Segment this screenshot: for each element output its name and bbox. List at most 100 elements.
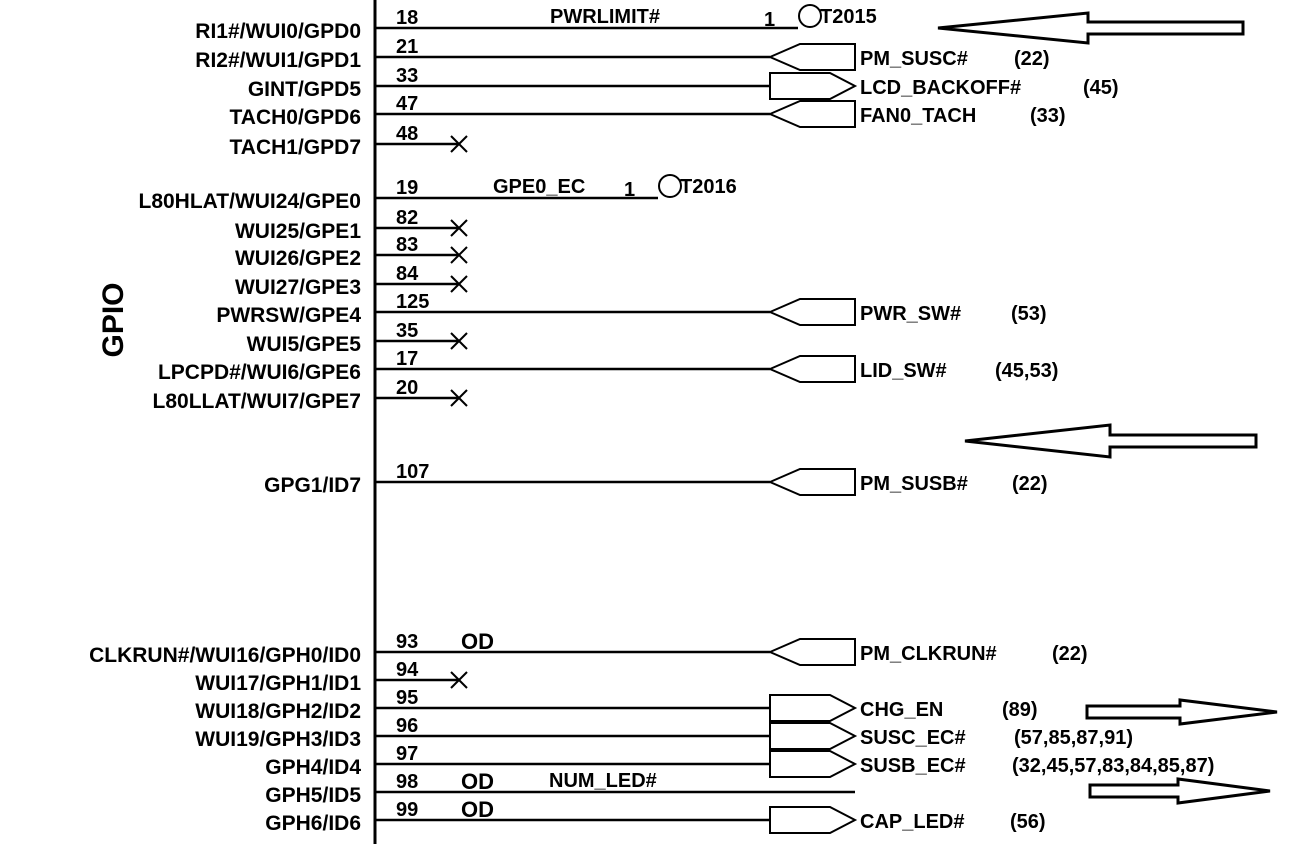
output-port-icon <box>769 722 858 750</box>
pin-row: L80LLAT/WUI7/GPE7 20 <box>153 377 468 413</box>
pin-number: 48 <box>396 123 418 145</box>
pin-number: 84 <box>396 263 419 285</box>
pin-row: WUI5/GPE5 35 <box>247 320 468 356</box>
net-name: SUSC_EC# <box>860 727 966 749</box>
no-connect-marker <box>450 332 468 350</box>
net-name: PWRLIMIT# <box>550 6 660 28</box>
net-name: SUSB_EC# <box>860 755 966 777</box>
input-port-icon <box>767 638 856 666</box>
pin-number: 125 <box>396 291 429 313</box>
no-connect-marker <box>450 275 468 293</box>
testpoint-pin: 1 <box>764 9 775 31</box>
pin-number: 96 <box>396 715 418 737</box>
pin-number: 98 <box>396 771 418 793</box>
input-port-icon <box>767 298 856 326</box>
pin-name: GPH6/ID6 <box>265 812 361 835</box>
pin-name: CLKRUN#/WUI16/GPH0/ID0 <box>89 644 361 667</box>
pin-number: 97 <box>396 743 418 765</box>
input-port-icon <box>767 355 856 383</box>
pin-number: 19 <box>396 177 418 199</box>
page-reference: (56) <box>1010 811 1046 833</box>
pin-number: 94 <box>396 659 419 681</box>
pin-name: TACH0/GPD6 <box>230 106 361 129</box>
pin-name: PWRSW/GPE4 <box>216 304 361 327</box>
pin-name: LPCPD#/WUI6/GPE6 <box>158 361 361 384</box>
left-arrow-icon <box>937 11 1245 45</box>
page-reference: (22) <box>1052 643 1088 665</box>
pin-name: GPH5/ID5 <box>265 784 361 807</box>
open-drain-label: OD <box>461 769 494 794</box>
pin-number: 35 <box>396 320 418 342</box>
no-connect-marker <box>450 219 468 237</box>
page-reference: (33) <box>1030 105 1066 127</box>
pin-number: 99 <box>396 799 418 821</box>
net-name: PM_SUSB# <box>860 473 968 495</box>
testpoint-label: T2016 <box>680 176 737 198</box>
testpoint-label: T2015 <box>820 6 877 28</box>
output-port-icon <box>769 750 858 778</box>
arrows-layer <box>937 11 1278 805</box>
no-connect-marker <box>450 389 468 407</box>
pin-row: CLKRUN#/WUI16/GPH0/ID0 93 OD PM_CLKRUN# (22) <box>89 629 1087 667</box>
pin-number: 95 <box>396 687 418 709</box>
net-name: PM_SUSC# <box>860 48 968 70</box>
pin-number: 20 <box>396 377 418 399</box>
left-arrow-icon <box>964 423 1258 459</box>
input-port-icon <box>767 468 856 496</box>
page-reference: (45) <box>1083 77 1119 99</box>
open-drain-label: OD <box>461 797 494 822</box>
output-port-icon <box>769 806 858 834</box>
page-reference: (22) <box>1014 48 1050 70</box>
testpoint-circle-icon <box>798 4 822 28</box>
pin-number: 83 <box>396 234 418 256</box>
net-name: PM_CLKRUN# <box>860 643 997 665</box>
net-name: CHG_EN <box>860 699 943 721</box>
pin-name: RI2#/WUI1/GPD1 <box>195 49 361 72</box>
pin-number: 33 <box>396 65 418 87</box>
no-connect-marker <box>450 671 468 689</box>
page-reference: (53) <box>1011 303 1047 325</box>
pin-number: 93 <box>396 631 418 653</box>
gpio-section-label: GPIO <box>97 282 130 357</box>
pin-name: L80HLAT/WUI24/GPE0 <box>139 190 362 213</box>
pin-name: WUI18/GPH2/ID2 <box>195 700 361 723</box>
output-port-icon <box>769 72 858 100</box>
pin-name: WUI19/GPH3/ID3 <box>195 728 361 751</box>
pin-name: WUI5/GPE5 <box>247 333 362 356</box>
pin-number: 47 <box>396 93 418 115</box>
page-reference: (57,85,87,91) <box>1014 727 1133 749</box>
page-reference: (32,45,57,83,84,85,87) <box>1012 755 1214 777</box>
no-connect-marker <box>450 135 468 153</box>
pin-number: 17 <box>396 348 418 370</box>
net-name: CAP_LED# <box>860 811 964 833</box>
open-drain-label: OD <box>461 629 494 654</box>
pin-name: TACH1/GPD7 <box>230 136 361 159</box>
pin-row: TACH1/GPD7 48 <box>230 123 468 159</box>
pin-row: WUI27/GPE3 84 <box>235 263 468 299</box>
net-name: PWR_SW# <box>860 303 961 325</box>
net-name: NUM_LED# <box>549 770 657 792</box>
pin-row: GPH5/ID5 98 OD NUM_LED# <box>265 769 855 807</box>
net-name: LCD_BACKOFF# <box>860 77 1021 99</box>
page-reference: (89) <box>1002 699 1038 721</box>
pin-name: L80LLAT/WUI7/GPE7 <box>153 390 361 413</box>
net-name: LID_SW# <box>860 360 947 382</box>
pin-name: WUI27/GPE3 <box>235 276 361 299</box>
testpoint-circle-icon <box>658 174 682 198</box>
pin-name: RI1#/WUI0/GPD0 <box>195 20 361 43</box>
pin-row: GPH6/ID6 99 OD CAP_LED# (56) <box>265 797 1045 835</box>
right-arrow-icon <box>1085 698 1278 726</box>
